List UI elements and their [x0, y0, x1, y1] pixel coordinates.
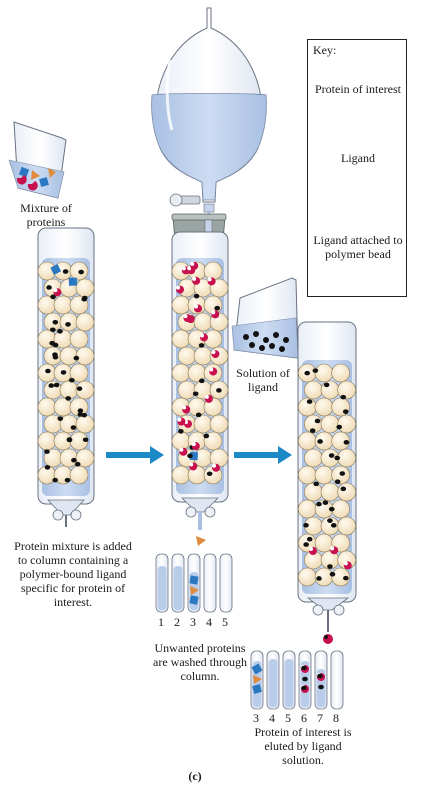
step-3-caption: Protein of interest is eluted by ligand …: [254, 725, 352, 767]
tube-number: 2: [174, 615, 180, 629]
test-tubes-set-2: [250, 650, 344, 710]
panel-label: (c): [188, 769, 202, 783]
column-2: [171, 231, 229, 546]
solution-label: Solution of ligand: [236, 366, 290, 394]
key-legend: Key: Protein of interest Ligand Ligand a…: [307, 39, 407, 297]
key-bead-label: Ligand attached to polymer bead: [313, 233, 403, 261]
step-2-caption: Unwanted proteins are washed through col…: [153, 641, 247, 683]
tube-number: 3: [190, 615, 196, 629]
test-tubes-set-1: [155, 553, 233, 613]
key-title: Key:: [313, 43, 337, 57]
tube-number: 4: [269, 711, 275, 725]
key-protein-label: Protein of interest: [315, 82, 401, 96]
tube-number: 1: [158, 615, 164, 629]
tube-number: 5: [285, 711, 291, 725]
tube-number: 6: [301, 711, 307, 725]
tube-number: 4: [206, 615, 212, 629]
arrow-step-2: [234, 446, 292, 464]
column-3: [297, 321, 357, 644]
mixture-label: Mixture of proteins: [20, 201, 72, 229]
arrow-step-1: [106, 446, 164, 464]
tube-number: 3: [253, 711, 259, 725]
key-ligand-label: Ligand: [341, 151, 375, 165]
beaker-ligand-solution: [231, 277, 299, 359]
tube-number: 8: [333, 711, 339, 725]
separatory-funnel: [151, 7, 267, 222]
step-1-caption: Protein mixture is added to column conta…: [14, 539, 132, 609]
column-1: [37, 227, 95, 527]
beaker-protein-mixture: [8, 121, 67, 199]
tube-number: 5: [222, 615, 228, 629]
tube-number: 7: [317, 711, 323, 725]
